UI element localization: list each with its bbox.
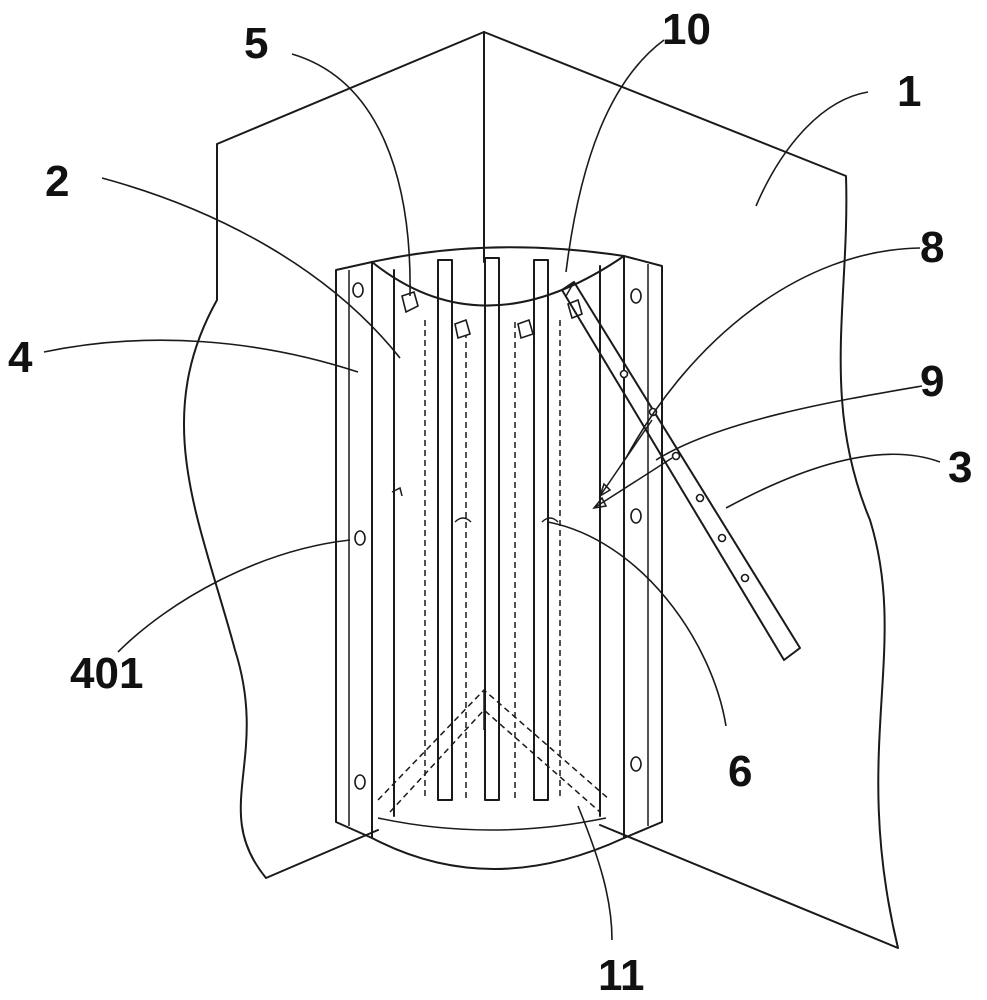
callout-4: 4 <box>8 333 33 382</box>
right-flange-plate <box>623 255 663 839</box>
callout-labels: 1 2 3 4 5 6 8 9 10 11 401 <box>8 5 972 1000</box>
callout-401: 401 <box>70 649 143 698</box>
column-corner-outline <box>182 31 899 949</box>
callout-8: 8 <box>920 223 944 272</box>
top-clips <box>401 290 583 340</box>
left-flange-plate <box>335 261 373 839</box>
callout-5: 5 <box>244 19 268 68</box>
inclined-rod <box>561 281 801 661</box>
callout-9: 9 <box>920 357 944 406</box>
callout-3: 3 <box>948 443 972 492</box>
reinforcement-bars <box>424 257 561 801</box>
callout-1: 1 <box>897 67 921 116</box>
leader-lines <box>43 39 941 941</box>
shell-hooks <box>391 486 559 523</box>
callout-6: 6 <box>728 747 752 796</box>
callout-11: 11 <box>598 951 645 1000</box>
callout-2: 2 <box>45 157 69 206</box>
anchor-pins <box>592 419 673 510</box>
callout-10: 10 <box>662 5 711 54</box>
flange-holes <box>352 282 642 790</box>
bottom-diagonal-brace <box>377 688 611 813</box>
